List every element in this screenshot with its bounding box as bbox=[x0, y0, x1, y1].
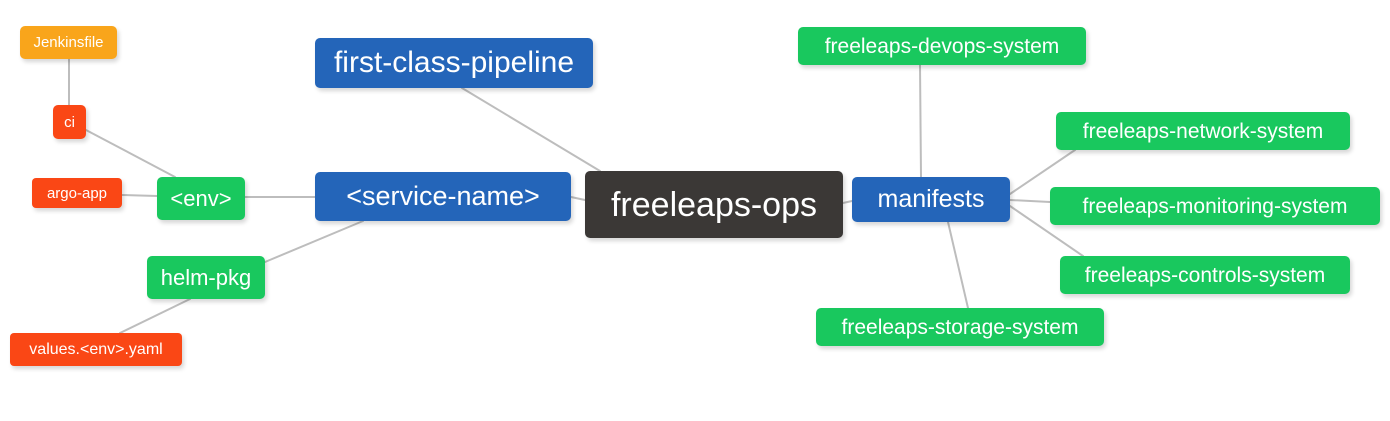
node-label-freeleaps-storage-system: freeleaps-storage-system bbox=[841, 315, 1079, 339]
node-label-values-env-yaml: values.<env>.yaml bbox=[29, 340, 163, 358]
node-label-first-class-pipeline: first-class-pipeline bbox=[333, 46, 575, 79]
edge-freeleaps-ops-to-manifests bbox=[842, 200, 853, 204]
node-ci[interactable]: ci bbox=[53, 105, 86, 139]
edge-values-env-yaml-to-helm-pkg bbox=[119, 298, 191, 334]
edge-manifests-to-freeleaps-devops-system bbox=[919, 64, 922, 178]
node-label-freeleaps-network-system: freeleaps-network-system bbox=[1082, 119, 1324, 143]
node-label-env: <env> bbox=[170, 185, 232, 211]
node-freeleaps-network-system[interactable]: freeleaps-network-system bbox=[1056, 112, 1350, 150]
node-freeleaps-monitoring-system[interactable]: freeleaps-monitoring-system bbox=[1050, 187, 1380, 225]
edge-service-name-to-freeleaps-ops bbox=[570, 196, 586, 201]
node-label-freeleaps-controls-system: freeleaps-controls-system bbox=[1084, 263, 1326, 287]
node-label-manifests: manifests bbox=[877, 185, 985, 213]
node-label-jenkinsfile: Jenkinsfile bbox=[33, 34, 104, 51]
node-label-ci: ci bbox=[64, 113, 75, 131]
node-argo-app[interactable]: argo-app bbox=[32, 178, 122, 208]
node-label-freeleaps-ops: freeleaps-ops bbox=[610, 185, 817, 224]
edge-ci-to-env bbox=[85, 129, 176, 178]
node-helm-pkg[interactable]: helm-pkg bbox=[147, 256, 265, 299]
node-manifests[interactable]: manifests bbox=[852, 177, 1010, 222]
node-label-helm-pkg: helm-pkg bbox=[160, 264, 252, 290]
node-freeleaps-storage-system[interactable]: freeleaps-storage-system bbox=[816, 308, 1104, 346]
node-values-env-yaml[interactable]: values.<env>.yaml bbox=[10, 333, 182, 366]
edge-argo-app-to-env bbox=[121, 194, 158, 197]
node-label-freeleaps-devops-system: freeleaps-devops-system bbox=[824, 34, 1060, 58]
edge-manifests-to-freeleaps-monitoring-system bbox=[1009, 199, 1051, 203]
node-jenkinsfile[interactable]: Jenkinsfile bbox=[20, 26, 117, 59]
edge-first-class-pipeline-to-freeleaps-ops bbox=[461, 87, 601, 172]
node-label-service-name: <service-name> bbox=[346, 181, 540, 211]
node-first-class-pipeline[interactable]: first-class-pipeline bbox=[315, 38, 593, 88]
edge-manifests-to-freeleaps-storage-system bbox=[947, 221, 969, 309]
node-label-freeleaps-monitoring-system: freeleaps-monitoring-system bbox=[1082, 194, 1348, 218]
edge-helm-pkg-to-service-name bbox=[264, 220, 364, 263]
node-env[interactable]: <env> bbox=[157, 177, 245, 220]
node-service-name[interactable]: <service-name> bbox=[315, 172, 571, 221]
node-freeleaps-ops[interactable]: freeleaps-ops bbox=[585, 171, 843, 238]
node-label-argo-app: argo-app bbox=[46, 184, 108, 202]
node-freeleaps-devops-system[interactable]: freeleaps-devops-system bbox=[798, 27, 1086, 65]
node-freeleaps-controls-system[interactable]: freeleaps-controls-system bbox=[1060, 256, 1350, 294]
